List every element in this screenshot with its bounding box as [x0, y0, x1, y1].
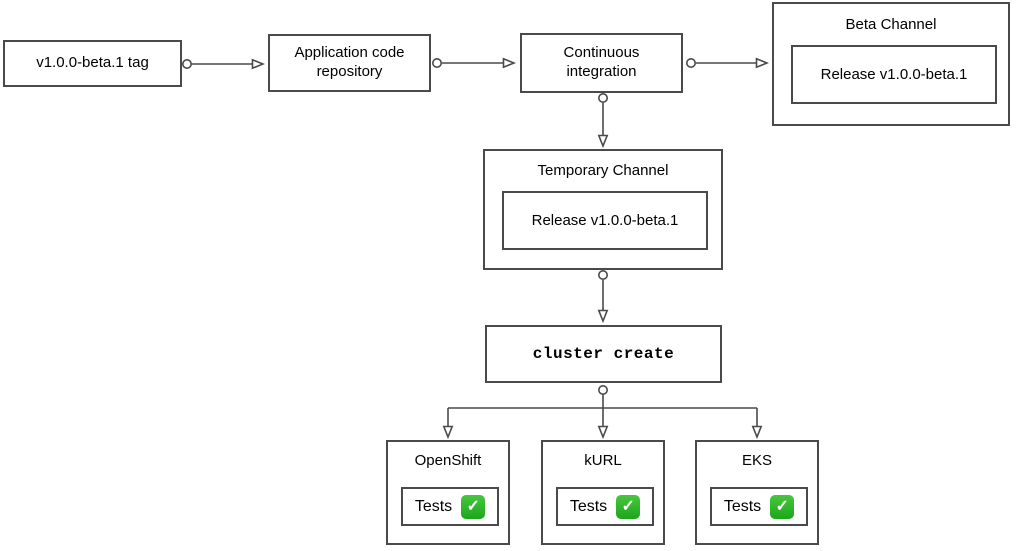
eks-tests-label: Tests — [723, 497, 762, 515]
node-app-code-repository: Application code repository — [268, 34, 431, 92]
eks-title: EKS — [741, 452, 772, 469]
temporary-channel-title: Temporary Channel — [537, 162, 669, 179]
container-cluster-eks: EKS Tests ✓ — [695, 440, 819, 545]
continuous-integration-label: Continuous integration — [563, 44, 640, 80]
check-mark-icon: ✓ — [770, 494, 795, 519]
openshift-tests-label: Tests — [414, 497, 453, 515]
container-cluster-openshift: OpenShift Tests ✓ — [386, 440, 510, 545]
container-temporary-channel: Temporary Channel Release v1.0.0-beta.1 — [483, 149, 723, 270]
kurl-tests-box: Tests ✓ — [556, 487, 654, 526]
openshift-title: OpenShift — [414, 452, 482, 469]
kurl-title: kURL — [584, 452, 622, 469]
temporary-channel-release-box: Release v1.0.0-beta.1 — [502, 191, 708, 250]
check-mark-icon: ✓ — [616, 494, 641, 519]
app-code-repository-label: Application code repository — [294, 44, 405, 80]
check-mark-icon: ✓ — [461, 494, 486, 519]
beta-channel-release-label: Release v1.0.0-beta.1 — [820, 66, 968, 83]
node-version-tag: v1.0.0-beta.1 tag — [3, 40, 182, 87]
node-cluster-create: cluster create — [485, 325, 722, 383]
cluster-create-label: cluster create — [532, 345, 675, 363]
node-continuous-integration: Continuous integration — [520, 33, 683, 93]
container-cluster-kurl: kURL Tests ✓ — [541, 440, 665, 545]
temporary-channel-release-label: Release v1.0.0-beta.1 — [531, 212, 679, 229]
beta-channel-title: Beta Channel — [845, 16, 937, 33]
container-beta-channel: Beta Channel Release v1.0.0-beta.1 — [772, 2, 1010, 126]
kurl-tests-label: Tests — [569, 497, 608, 515]
beta-channel-release-box: Release v1.0.0-beta.1 — [791, 45, 997, 104]
eks-tests-box: Tests ✓ — [710, 487, 808, 526]
openshift-tests-box: Tests ✓ — [401, 487, 499, 526]
version-tag-label: v1.0.0-beta.1 tag — [36, 54, 149, 72]
